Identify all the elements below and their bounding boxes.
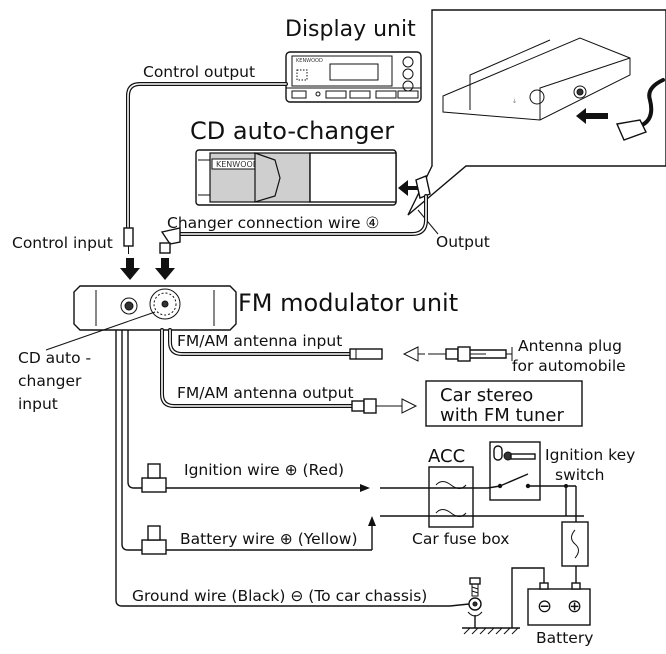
display-unit-emblem: [296, 69, 308, 81]
callout-plug: [616, 119, 647, 141]
cd-changer-brand: KENWOOD: [216, 160, 259, 169]
output-plug: [415, 175, 431, 199]
cd-changer-input-jack: [149, 288, 181, 320]
ignition-connector: [141, 463, 167, 493]
display-unit-face: [291, 55, 393, 87]
control-input-jack: [120, 297, 138, 315]
callout-cable: [638, 78, 665, 128]
battery-wire-label: Battery wire ⊕ (Yellow): [180, 530, 358, 548]
battery-plus: ⊕: [567, 596, 582, 617]
arrow-down-icon: [155, 258, 175, 280]
battery-label: Battery: [536, 629, 593, 647]
acc-label: ACC: [428, 446, 465, 467]
battery-body: [527, 588, 591, 626]
fuse-icon: [571, 529, 579, 559]
display-key-4: [349, 90, 371, 99]
battery-ground-wire: [511, 567, 545, 628]
cd-input-label-2: changer: [18, 372, 82, 390]
antenna-plug-label-2: for automobile: [512, 357, 626, 375]
car-stereo-line2: with FM tuner: [440, 405, 564, 426]
callout-jack: [573, 85, 587, 99]
ground-screw: [449, 577, 483, 628]
battery-wire: [121, 330, 142, 551]
cd-changer: CD auto-changer KENWOOD: [190, 117, 397, 206]
battery-terminal-pos: [571, 582, 581, 590]
fuse-box: [428, 466, 474, 528]
ignition-key-label-1: Ignition key: [545, 446, 635, 464]
car-stereo-line1: Car stereo: [440, 385, 533, 406]
fm-modulator-title: FM modulator unit: [238, 289, 458, 317]
callout-unit-body: [442, 37, 631, 121]
control-output-label: Control output: [143, 63, 255, 81]
display-unit-brand: KENWOOD: [296, 58, 323, 64]
changer-connection-label: Changer connection wire ④: [167, 214, 379, 232]
display-unit-screen: [329, 63, 379, 81]
display-key-2: [315, 91, 321, 97]
display-button-1: [402, 56, 414, 68]
arrow-down-icon: [120, 258, 140, 280]
display-key-3: [325, 90, 347, 99]
fm-modulator-body: [73, 285, 237, 331]
cd-input-label-1: CD auto -: [18, 349, 91, 367]
ignition-key-label-2: switch: [555, 466, 604, 484]
plug-icon: [351, 398, 392, 414]
antenna-input-label: FM/AM antenna input: [177, 332, 342, 350]
battery-icon: ⊖ ⊕: [527, 582, 591, 626]
control-plug: [123, 227, 134, 247]
open-arrow-left-icon: [402, 346, 419, 362]
battery-minus: ⊖: [537, 596, 552, 617]
rear-connector-callout: ⏚: [407, 9, 666, 216]
ground-icon: [463, 627, 519, 635]
arrow-left-icon: [398, 180, 422, 196]
display-button-2: [402, 68, 414, 80]
display-key-6: [397, 90, 419, 99]
display-unit: Display unit KENWOOD: [285, 17, 422, 103]
car-stereo-box: [425, 380, 583, 427]
cd-input-label-3: input: [18, 395, 58, 413]
battery-connector: [141, 525, 167, 555]
arrow-left-icon: [576, 108, 608, 124]
callout-frame: [407, 9, 666, 216]
ignition-wire-label: Ignition wire ⊕ (Red): [184, 461, 344, 479]
display-unit-body: [285, 51, 422, 103]
ground-wire: [115, 330, 450, 607]
display-key-1: [291, 90, 307, 99]
cd-changer-side: [309, 152, 397, 203]
display-key-5: [375, 90, 397, 99]
antenna-output-label: FM/AM antenna output: [177, 384, 354, 402]
open-arrow-right-icon: [401, 398, 418, 414]
ground-wire-label: Ground wire (Black) ⊖ (To car chassis): [132, 587, 427, 605]
ignition-wire: [127, 330, 142, 489]
antenna-plug-label-1: Antenna plug: [518, 337, 622, 355]
car-fuse-box-label: Car fuse box: [412, 530, 509, 548]
arrow-up-icon: [368, 516, 376, 526]
display-unit-title: Display unit: [285, 17, 416, 42]
cd-changer-title: CD auto-changer: [190, 117, 394, 145]
svg-text:⏚: ⏚: [512, 98, 517, 105]
fm-modulator: FM modulator unit: [73, 285, 458, 331]
antenna-input-jack: [349, 348, 383, 360]
arrow-right-icon: [360, 484, 370, 492]
control-input-label: Control input: [12, 234, 113, 252]
plug-icon: [428, 346, 507, 362]
cd-changer-handle: [254, 152, 281, 203]
output-label: Output: [436, 233, 490, 251]
battery-terminal-neg: [539, 582, 549, 590]
switch-lever: [499, 473, 529, 487]
changer-plug: [160, 227, 181, 245]
callout-screw: [529, 89, 545, 105]
key-icon: [503, 451, 536, 461]
